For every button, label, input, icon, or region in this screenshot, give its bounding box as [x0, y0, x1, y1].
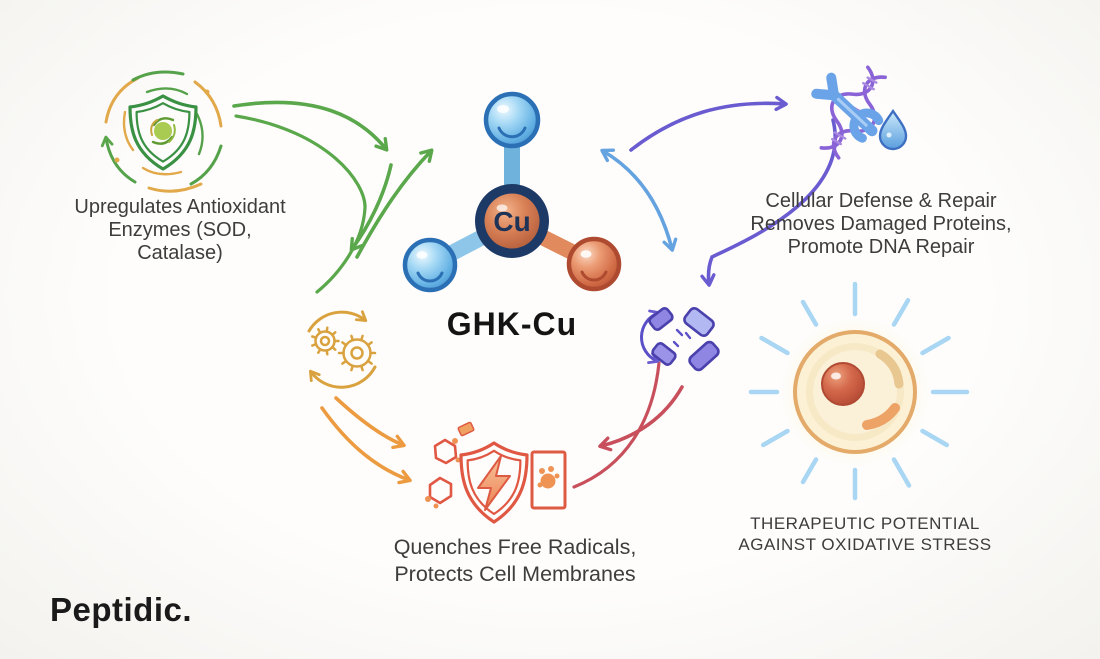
antioxidant-label: Upregulates Antioxidant Enzymes (SOD, Ca… [35, 196, 325, 265]
antioxidant-line-3: Catalase) [137, 242, 223, 264]
therapeutic-line-2: AGAINST OXIDATIVE STRESS [738, 535, 992, 554]
molecule-title: GHK-Cu [446, 306, 578, 342]
shield-swirl-icon [100, 70, 223, 193]
glowing-cell-icon [748, 281, 970, 501]
cell-rays [748, 281, 970, 501]
defense-line-2: Removes Damaged Proteins, [750, 213, 1012, 235]
arrow-shield-to-molecule [232, 100, 389, 152]
lightning-bolt [477, 455, 511, 511]
arrow-molecule-protein-bidirectional [600, 148, 678, 252]
antioxidant-line-2: Enzymes (SOD, [108, 219, 252, 241]
wrench [811, 72, 884, 143]
wrench-dna-droplet-icon [811, 65, 908, 160]
nucleus [821, 362, 865, 406]
shield-lightning-icon [425, 421, 567, 524]
arrow-protein-to-radicals [598, 385, 684, 452]
arrow-molecule-to-repair [629, 95, 788, 152]
protein-fragmentation-icon [640, 307, 720, 372]
organelle-tan [875, 349, 904, 389]
radicals-label: Quenches Free Radicals, Protects Cell Me… [360, 534, 670, 588]
atom-left [402, 237, 458, 293]
antioxidant-line-1: Upregulates Antioxidant [74, 196, 286, 218]
therapeutic-line-1: THERAPEUTIC POTENTIAL [750, 514, 980, 533]
organelle-orange [862, 403, 900, 430]
arrow-repair-to-protein [700, 118, 837, 287]
ghk-cu-molecule: Cu [402, 91, 622, 293]
radicals-line-2: Protects Cell Membranes [394, 562, 636, 586]
water-droplet [878, 108, 908, 151]
atom-top [483, 91, 541, 149]
brand-logo: Peptidic. [50, 591, 193, 628]
atom-right [566, 236, 622, 292]
arrow-gears-to-radicals-2 [320, 406, 412, 485]
gears-cycle-icon [307, 310, 377, 389]
arrow-gears-to-molecule [355, 148, 434, 259]
free-radical-particles [428, 438, 458, 505]
membrane-blob [537, 466, 560, 489]
arrow-molecule-to-gears [349, 163, 393, 252]
gear-large [337, 334, 377, 372]
line-shield-to-gears [234, 114, 367, 294]
therapeutic-label: THERAPEUTIC POTENTIAL AGAINST OXIDATIVE … [715, 513, 1015, 555]
line-protein-to-radicals [572, 361, 661, 489]
gear-small [311, 326, 340, 356]
arrow-gears-to-radicals-1 [334, 396, 406, 450]
cu-label: Cu [493, 206, 530, 237]
defense-line-1: Cellular Defense & Repair [765, 190, 997, 212]
flow-arrows [232, 95, 837, 489]
defense-label: Cellular Defense & Repair Removes Damage… [731, 190, 1031, 259]
defense-line-3: Promote DNA Repair [787, 236, 975, 258]
radicals-line-1: Quenches Free Radicals, [393, 535, 637, 559]
